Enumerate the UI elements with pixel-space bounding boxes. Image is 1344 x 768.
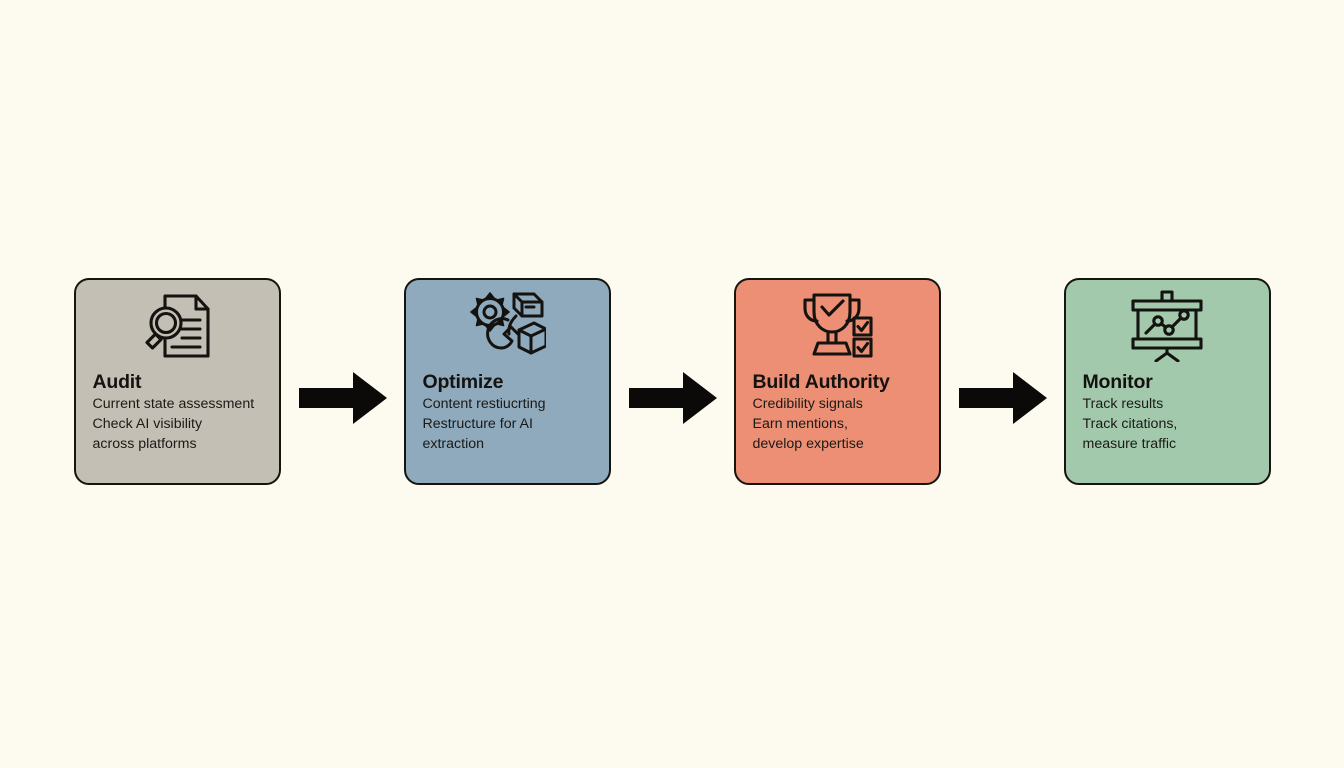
step-text-build-authority: Build Authority Credibility signals Earn… [753,370,963,455]
step-line-2: Track citations, [1082,416,1178,433]
arrow-right-icon-1 [281,278,404,485]
step-line-1: Current state assessment [92,396,255,412]
step-text-monitor: Monitor Track results Track citations, m… [1083,370,1293,455]
arrow-right-icon-3 [941,278,1064,485]
step-line-2: Check AI visibility [92,416,203,433]
step-title: Monitor [1082,371,1153,393]
step-line-2: Earn mentions, [752,416,848,433]
step-card-audit[interactable]: Audit Current state assessment Check AI … [73,278,281,485]
document-magnifier-icon [76,286,279,366]
step-card-monitor[interactable]: Monitor Track results Track citations, m… [1063,278,1271,485]
step-card-build-authority[interactable]: Build Authority Credibility signals Earn… [733,278,941,485]
process-flow: Audit Current state assessment Check AI … [0,278,1344,486]
step-line-3: measure traffic [1082,436,1177,453]
step-line-1: Track results [1082,396,1164,412]
step-title: Build Authority [752,371,890,393]
step-line-1: Content restiucrting [422,396,546,412]
arrow-right-icon-2 [611,278,734,485]
step-line-3: extraction [422,436,485,453]
step-line-3: develop expertise [752,436,864,453]
gear-wrench-box-icon [406,286,609,366]
trophy-checklist-icon [736,286,939,366]
step-card-optimize[interactable]: Optimize Content restiucrting Restructur… [403,278,611,485]
step-text-audit: Audit Current state assessment Check AI … [93,370,303,455]
step-title: Audit [92,371,142,393]
presentation-chart-icon [1066,286,1269,366]
step-text-optimize: Optimize Content restiucrting Restructur… [423,370,633,455]
step-line-2: Restructure for AI [422,416,533,433]
step-line-1: Credibility signals [752,396,863,412]
step-line-3: across platforms [92,436,197,453]
step-title: Optimize [422,371,504,393]
